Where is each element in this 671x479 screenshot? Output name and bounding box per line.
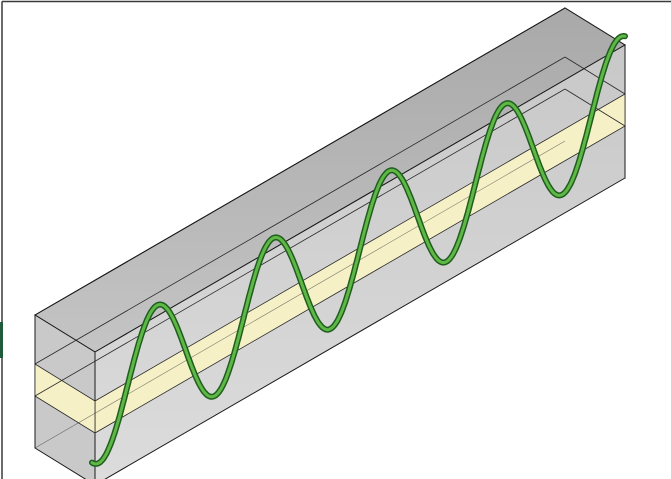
left-edge-marker	[0, 322, 3, 358]
hidden-edge-1	[34, 56, 566, 365]
hidden-edge-3	[564, 56, 626, 95]
core-band-end	[34, 363, 96, 434]
top-ridge-line	[34, 7, 566, 316]
hidden-edge-2	[34, 88, 566, 397]
tendon	[90, 34, 627, 466]
